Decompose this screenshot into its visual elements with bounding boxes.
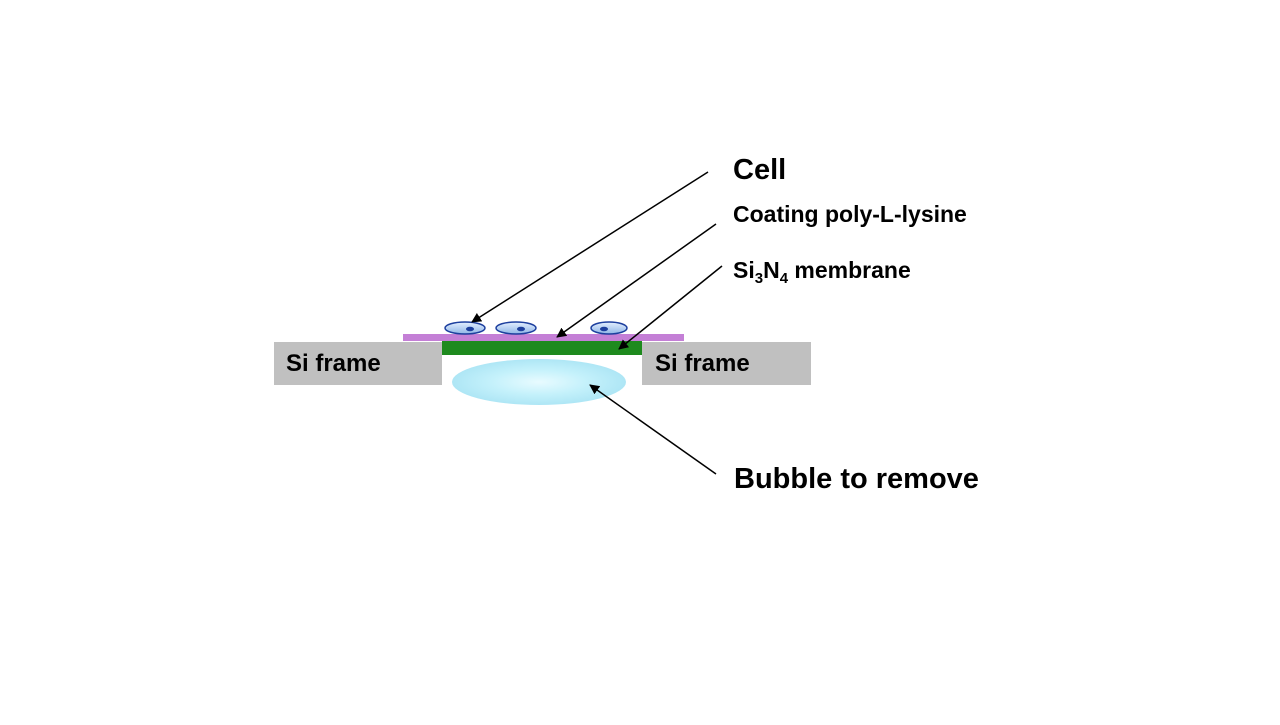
cell-1	[444, 321, 486, 335]
coating-layer	[403, 334, 684, 341]
cell-3	[590, 321, 628, 335]
arrow-coating	[556, 223, 717, 338]
label-membrane-rest: membrane	[788, 257, 911, 283]
si-frame-right	[642, 342, 811, 385]
label-cell: Cell	[733, 154, 787, 186]
si3n4-membrane	[442, 341, 642, 355]
si-frame-left	[274, 342, 442, 385]
bubble	[452, 359, 626, 405]
label-membrane-sub4: 4	[779, 270, 789, 287]
arrow-membrane	[618, 265, 723, 350]
arrow-bubble	[589, 384, 717, 475]
label-membrane-si: Si	[733, 257, 755, 283]
label-membrane-n: N	[763, 257, 780, 283]
label-bubble: Bubble to remove	[734, 463, 979, 495]
label-coating: Coating poly-L-lysine	[733, 201, 967, 227]
label-si-frame-left: Si frame	[286, 350, 381, 377]
arrow-cell	[471, 171, 709, 323]
label-si-frame-right: Si frame	[655, 350, 750, 377]
label-membrane-sub3: 3	[754, 270, 764, 287]
cell-2	[495, 321, 537, 335]
label-membrane: Si3N4 membrane	[733, 257, 911, 287]
